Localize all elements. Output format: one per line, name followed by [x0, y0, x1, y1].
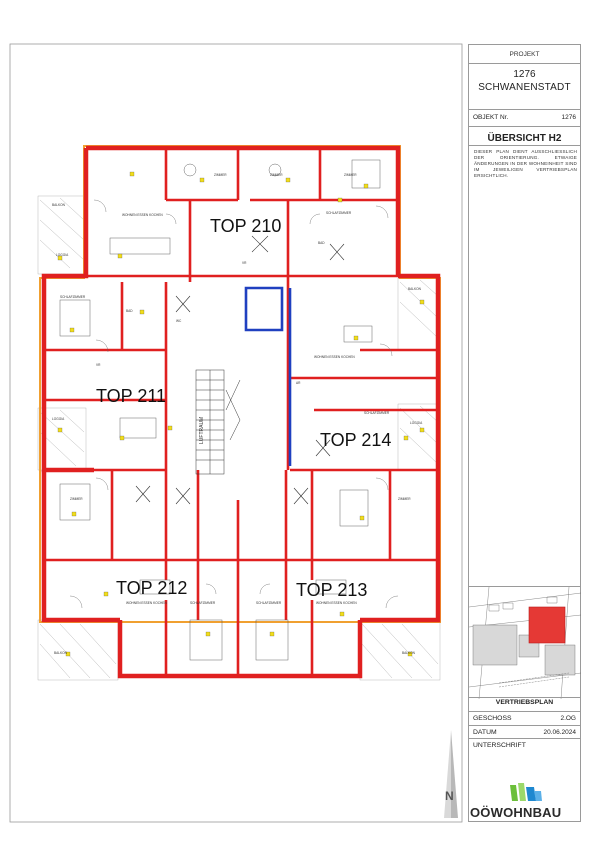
room-label-wohnen-210: WOHNEN ESSEN KOCHEN [122, 213, 163, 217]
room-label-wohnen-214: WOHNEN ESSEN KOCHEN [314, 355, 355, 359]
date-label: DATUM [473, 729, 497, 736]
unit-label-top-214: TOP 214 [320, 430, 391, 450]
door-swings [69, 199, 399, 609]
stairwell [195, 369, 241, 475]
unit-label-top-213: TOP 213 [296, 580, 367, 600]
plan-type: VERTRIEBSPLAN [495, 699, 554, 706]
overview-title: ÜBERSICHT H2 [487, 133, 562, 144]
project-number: 1276 [513, 69, 536, 80]
unit-label-top-210: TOP 210 [210, 216, 281, 236]
luftraum-label: LUFTRAUM [199, 417, 205, 444]
unit-label-top-211: TOP 211 [96, 386, 166, 406]
divider [469, 63, 580, 64]
room-label-bad-210: BAD [318, 241, 325, 245]
room-label-zimmer-1: ZIMMER [214, 173, 227, 177]
room-labels: ZIMMER ZIMMER ZIMMER WOHNEN ESSEN KOCHEN… [52, 173, 423, 655]
signature-row: UNTERSCHRIFT [469, 738, 580, 751]
floor-value: 2.OG [560, 715, 576, 722]
date-value: 20.06.2024 [543, 729, 576, 736]
signature-label: UNTERSCHRIFT [473, 742, 526, 749]
room-label-wohnen-213: WOHNEN ESSEN KOCHEN [316, 601, 357, 605]
disclaimer-text: DIESER PLAN DIENT AUSSCHLIESSLICH DER OR… [474, 149, 577, 179]
shaft-markers [135, 235, 345, 505]
floor-row: GESCHOSS 2.OG [469, 711, 580, 724]
room-label-vr-211: VR [96, 363, 101, 367]
room-label-balkon-4: BALKON [402, 651, 416, 655]
room-label-schlaf-213: SCHLAFZIMMER [256, 601, 282, 605]
room-label-balkon-3: BALKON [54, 651, 68, 655]
room-label-bad-211: BAD [126, 309, 133, 313]
site-plan [468, 586, 582, 700]
project-label: PROJEKT [509, 51, 540, 58]
floor-label: GESCHOSS [473, 715, 512, 722]
interior-walls [44, 148, 438, 676]
object-row: OBJEKT Nr. 1276 [469, 109, 580, 126]
object-number: 1276 [561, 114, 576, 121]
company-logo-icon [510, 783, 542, 801]
room-label-schlaf-212: SCHLAFZIMMER [190, 601, 216, 605]
room-label-balkon-1: BALKON [52, 203, 66, 207]
unit-label-top-212: TOP 212 [116, 578, 187, 598]
sheet-frame [9, 43, 463, 823]
room-label-loggia-2: LOGGIA [52, 417, 65, 421]
project-city: SCHWANENSTADT [478, 82, 571, 93]
room-label-zimmer-2: ZIMMER [270, 173, 283, 177]
date-row: DATUM 20.06.2024 [469, 725, 580, 738]
furniture [59, 159, 381, 661]
room-label-wohnen-212: WOHNEN ESSEN KOCHEN [126, 601, 167, 605]
room-label-ar-214: AR [296, 381, 301, 385]
blue-walls [244, 286, 292, 466]
divider [469, 145, 580, 146]
room-label-schlaf-210: SCHLAFZIMMER [326, 211, 352, 215]
company-logo-text: OÖWOHNBAU [470, 805, 562, 820]
north-label: N [445, 789, 454, 803]
object-label: OBJEKT Nr. [473, 114, 509, 121]
room-label-wc-211: WC [176, 319, 182, 323]
room-label-schlaf-214: SCHLAFZIMMER [364, 411, 390, 415]
room-label-loggia-1: LOGGIA [56, 253, 69, 257]
room-label-vr-210: VR [242, 261, 247, 265]
site-plan-drawing [468, 586, 582, 700]
room-label-loggia-3: LOGGIA [410, 421, 423, 425]
title-block: PROJEKT 1276 SCHWANENSTADT OBJEKT Nr. 12… [468, 44, 582, 822]
room-label-schlaf-211: SCHLAFZIMMER [60, 295, 86, 299]
divider [469, 697, 580, 698]
divider [469, 126, 580, 127]
room-label-balkon-2: BALKON [408, 287, 422, 291]
north-arrow-icon: N [444, 730, 458, 818]
room-label-zimmer-3: ZIMMER [344, 173, 357, 177]
electrical-symbols [57, 171, 425, 657]
room-label-zimmer-4: ZIMMER [70, 497, 83, 501]
room-label-zimmer-5: ZIMMER [398, 497, 411, 501]
